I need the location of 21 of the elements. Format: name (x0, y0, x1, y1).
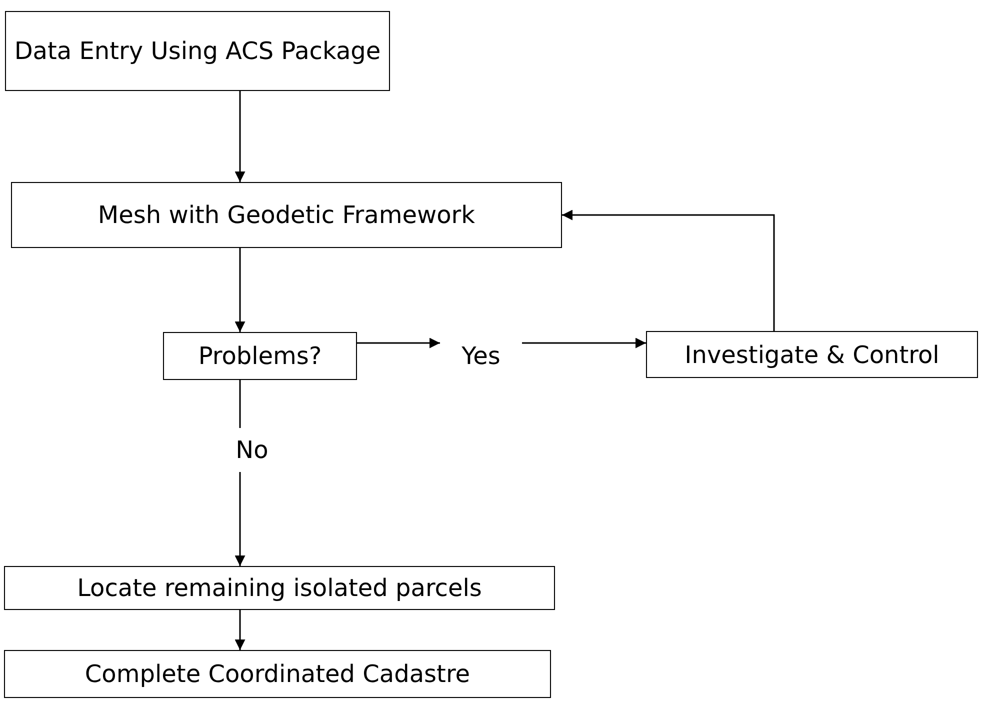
decision-box (163, 332, 357, 380)
process-box (4, 566, 555, 610)
box-label: Data Entry Using ACS Package (14, 37, 381, 65)
box-label: Complete Coordinated Cadastre (84, 660, 470, 688)
branch-label: Yes (462, 342, 500, 370)
arrow (357, 338, 440, 348)
process-box (4, 650, 551, 698)
box-label: Locate remaining isolated parcels (77, 574, 482, 602)
arrow (234, 91, 246, 182)
box-label: Investigate & Control (684, 340, 940, 368)
process-box (11, 182, 562, 248)
arrow (522, 338, 646, 348)
arrow (234, 248, 246, 332)
arrow (562, 210, 775, 331)
branch-label: No (236, 436, 268, 464)
box-label: Problems? (198, 342, 322, 370)
box-label: Mesh with Geodetic Framework (98, 201, 476, 229)
arrow (234, 610, 246, 650)
arrow (234, 472, 246, 566)
process-box (5, 11, 390, 91)
process-box (646, 331, 978, 378)
